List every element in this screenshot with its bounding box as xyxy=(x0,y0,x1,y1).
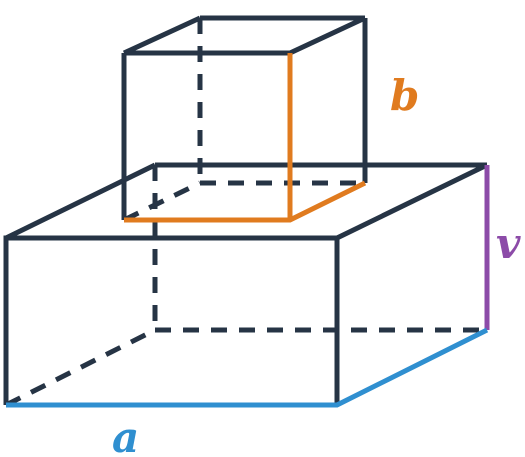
base-top-left-depth xyxy=(4,162,157,241)
edge-a xyxy=(6,327,489,408)
base-hidden-left-depth-bottom xyxy=(4,327,157,408)
cube-hidden-left-depth-bottom xyxy=(122,180,202,223)
top-cube xyxy=(121,15,368,223)
label-b: b xyxy=(390,71,419,120)
base-top-right-depth xyxy=(335,162,489,241)
cube-top-left-depth xyxy=(122,15,202,56)
base-front-face-outline xyxy=(3,235,340,405)
cube-top-right-depth xyxy=(288,15,367,56)
label-a: a xyxy=(112,413,139,457)
label-v: v xyxy=(496,219,521,268)
base-box xyxy=(3,162,490,408)
